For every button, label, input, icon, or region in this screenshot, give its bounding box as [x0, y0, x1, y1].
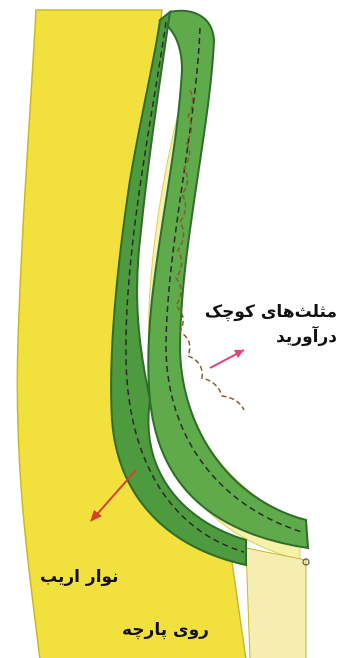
clip-triangles-line2: درآورید — [205, 325, 337, 350]
fabric-right-side-label: روی پارچه — [122, 618, 209, 643]
bias-tape-band — [148, 11, 308, 548]
lower-right-panel — [246, 548, 306, 658]
clip-triangles-label: مثلث‌های کوچک درآورید — [205, 300, 337, 349]
bias-tape-label: نوار اریب — [40, 565, 119, 590]
clip-triangles-line1: مثلث‌های کوچک — [205, 300, 337, 325]
